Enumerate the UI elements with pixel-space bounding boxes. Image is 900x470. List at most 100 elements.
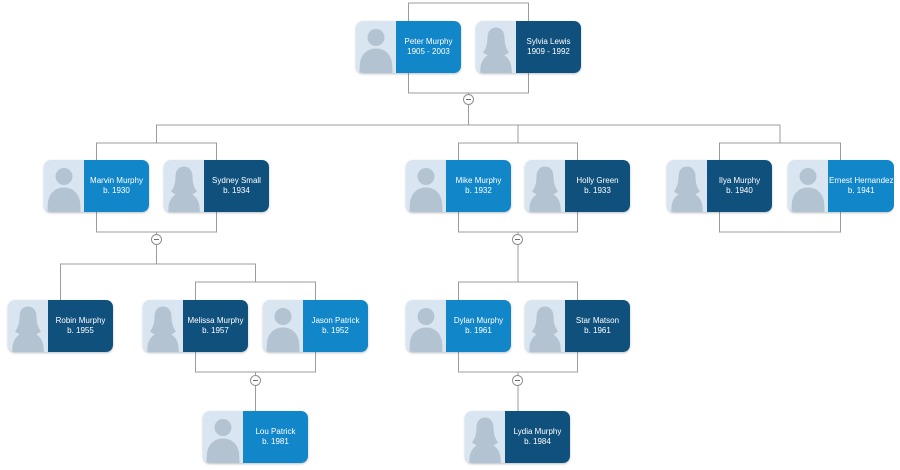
person-name: Sydney Small xyxy=(212,176,261,185)
person-info-panel: Jason Patrick b. 1952 xyxy=(303,300,368,352)
person-info-panel: Peter Murphy 1905 - 2003 xyxy=(396,21,461,73)
person-name: Star Matson xyxy=(575,316,620,325)
person-info-panel: Mike Murphy b. 1932 xyxy=(446,160,511,212)
person-info-panel: Ilya Murphy b. 1940 xyxy=(707,160,772,212)
photo-placeholder xyxy=(356,21,396,73)
female-silhouette-icon xyxy=(164,160,204,212)
collapse-toggle-marvin-sydney[interactable] xyxy=(151,234,162,245)
person-info-panel: Marvin Murphy b. 1930 xyxy=(84,160,149,212)
male-silhouette-icon xyxy=(406,300,446,352)
photo-placeholder xyxy=(788,160,828,212)
collapse-toggle-peter-sylvia[interactable] xyxy=(463,94,474,105)
person-card-star-matson[interactable]: Star Matson b. 1961 xyxy=(525,300,630,352)
photo-placeholder xyxy=(164,160,204,212)
person-name: Ernest Hernandez xyxy=(829,176,894,185)
person-name: Melissa Murphy xyxy=(187,316,244,325)
female-silhouette-icon xyxy=(8,300,48,352)
male-silhouette-icon xyxy=(263,300,303,352)
photo-placeholder xyxy=(476,21,516,73)
person-dates: b. 1934 xyxy=(223,186,250,195)
collapse-toggle-mike-holly[interactable] xyxy=(512,234,523,245)
person-name: Jason Patrick xyxy=(311,316,360,325)
person-card-ernest-hernandez[interactable]: Ernest Hernandez b. 1941 xyxy=(788,160,895,212)
photo-placeholder xyxy=(8,300,48,352)
photo-placeholder xyxy=(465,411,505,463)
person-card-holly-green[interactable]: Holly Green b. 1933 xyxy=(525,160,630,212)
person-card-dylan-murphy[interactable]: Dylan Murphy b. 1961 xyxy=(406,300,511,352)
person-name: Ilya Murphy xyxy=(718,176,761,185)
male-silhouette-icon xyxy=(788,160,828,212)
photo-placeholder xyxy=(143,300,183,352)
person-name: Lydia Murphy xyxy=(513,427,562,436)
person-info-panel: Lydia Murphy b. 1984 xyxy=(505,411,570,463)
person-info-panel: Sydney Small b. 1934 xyxy=(204,160,269,212)
person-name: Mike Murphy xyxy=(455,176,502,185)
person-info-panel: Lou Patrick b. 1981 xyxy=(243,411,308,463)
person-name: Sylvia Lewis xyxy=(526,37,571,46)
photo-placeholder xyxy=(525,160,565,212)
photo-placeholder xyxy=(667,160,707,212)
person-card-lou-patrick[interactable]: Lou Patrick b. 1981 xyxy=(203,411,308,463)
person-dates: b. 1984 xyxy=(524,437,551,446)
person-info-panel: Melissa Murphy b. 1957 xyxy=(183,300,248,352)
female-silhouette-icon xyxy=(525,160,565,212)
male-silhouette-icon xyxy=(406,160,446,212)
person-dates: b. 1941 xyxy=(847,186,875,195)
person-card-marvin-murphy[interactable]: Marvin Murphy b. 1930 xyxy=(44,160,149,212)
female-silhouette-icon xyxy=(476,21,516,73)
person-dates: b. 1933 xyxy=(584,186,611,195)
person-card-peter-murphy[interactable]: Peter Murphy 1905 - 2003 xyxy=(356,21,461,73)
minus-icon xyxy=(515,380,520,381)
collapse-toggle-dylan-star[interactable] xyxy=(512,375,523,386)
minus-icon xyxy=(253,380,258,381)
person-card-melissa-murphy[interactable]: Melissa Murphy b. 1957 xyxy=(143,300,248,352)
minus-icon xyxy=(515,239,520,240)
person-card-sylvia-lewis[interactable]: Sylvia Lewis 1909 - 1992 xyxy=(476,21,581,73)
collapse-toggle-melissa-jason[interactable] xyxy=(250,375,261,386)
person-name: Dylan Murphy xyxy=(453,316,504,325)
person-info-panel: Sylvia Lewis 1909 - 1992 xyxy=(516,21,581,73)
person-name: Lou Patrick xyxy=(255,427,296,436)
female-silhouette-icon xyxy=(525,300,565,352)
person-card-sydney-small[interactable]: Sydney Small b. 1934 xyxy=(164,160,269,212)
person-dates: 1905 - 2003 xyxy=(407,47,450,56)
female-silhouette-icon xyxy=(465,411,505,463)
person-card-robin-murphy[interactable]: Robin Murphy b. 1955 xyxy=(8,300,113,352)
person-card-lydia-murphy[interactable]: Lydia Murphy b. 1984 xyxy=(465,411,570,463)
male-silhouette-icon xyxy=(356,21,396,73)
person-dates: b. 1961 xyxy=(465,326,492,335)
male-silhouette-icon xyxy=(44,160,84,212)
person-dates: b. 1961 xyxy=(584,326,611,335)
person-info-panel: Holly Green b. 1933 xyxy=(565,160,630,212)
female-silhouette-icon xyxy=(143,300,183,352)
person-info-panel: Ernest Hernandez b. 1941 xyxy=(828,160,895,212)
person-name: Marvin Murphy xyxy=(90,176,143,185)
photo-placeholder xyxy=(44,160,84,212)
person-card-ilya-murphy[interactable]: Ilya Murphy b. 1940 xyxy=(667,160,772,212)
person-dates: b. 1932 xyxy=(465,186,492,195)
photo-placeholder xyxy=(525,300,565,352)
photo-placeholder xyxy=(203,411,243,463)
person-info-panel: Dylan Murphy b. 1961 xyxy=(446,300,511,352)
person-card-jason-patrick[interactable]: Jason Patrick b. 1952 xyxy=(263,300,368,352)
person-card-mike-murphy[interactable]: Mike Murphy b. 1932 xyxy=(406,160,511,212)
minus-icon xyxy=(466,99,471,100)
photo-placeholder xyxy=(406,300,446,352)
person-name: Peter Murphy xyxy=(404,37,453,46)
person-info-panel: Robin Murphy b. 1955 xyxy=(48,300,113,352)
person-dates: b. 1940 xyxy=(726,186,753,195)
photo-placeholder xyxy=(263,300,303,352)
minus-icon xyxy=(154,239,159,240)
person-dates: b. 1957 xyxy=(202,326,229,335)
photo-placeholder xyxy=(406,160,446,212)
person-dates: b. 1952 xyxy=(322,326,349,335)
male-silhouette-icon xyxy=(203,411,243,463)
person-dates: b. 1955 xyxy=(67,326,94,335)
person-name: Robin Murphy xyxy=(55,316,106,325)
person-name: Holly Green xyxy=(576,176,619,185)
person-dates: b. 1981 xyxy=(262,437,289,446)
female-silhouette-icon xyxy=(667,160,707,212)
person-info-panel: Star Matson b. 1961 xyxy=(565,300,630,352)
person-dates: 1909 - 1992 xyxy=(527,47,570,56)
